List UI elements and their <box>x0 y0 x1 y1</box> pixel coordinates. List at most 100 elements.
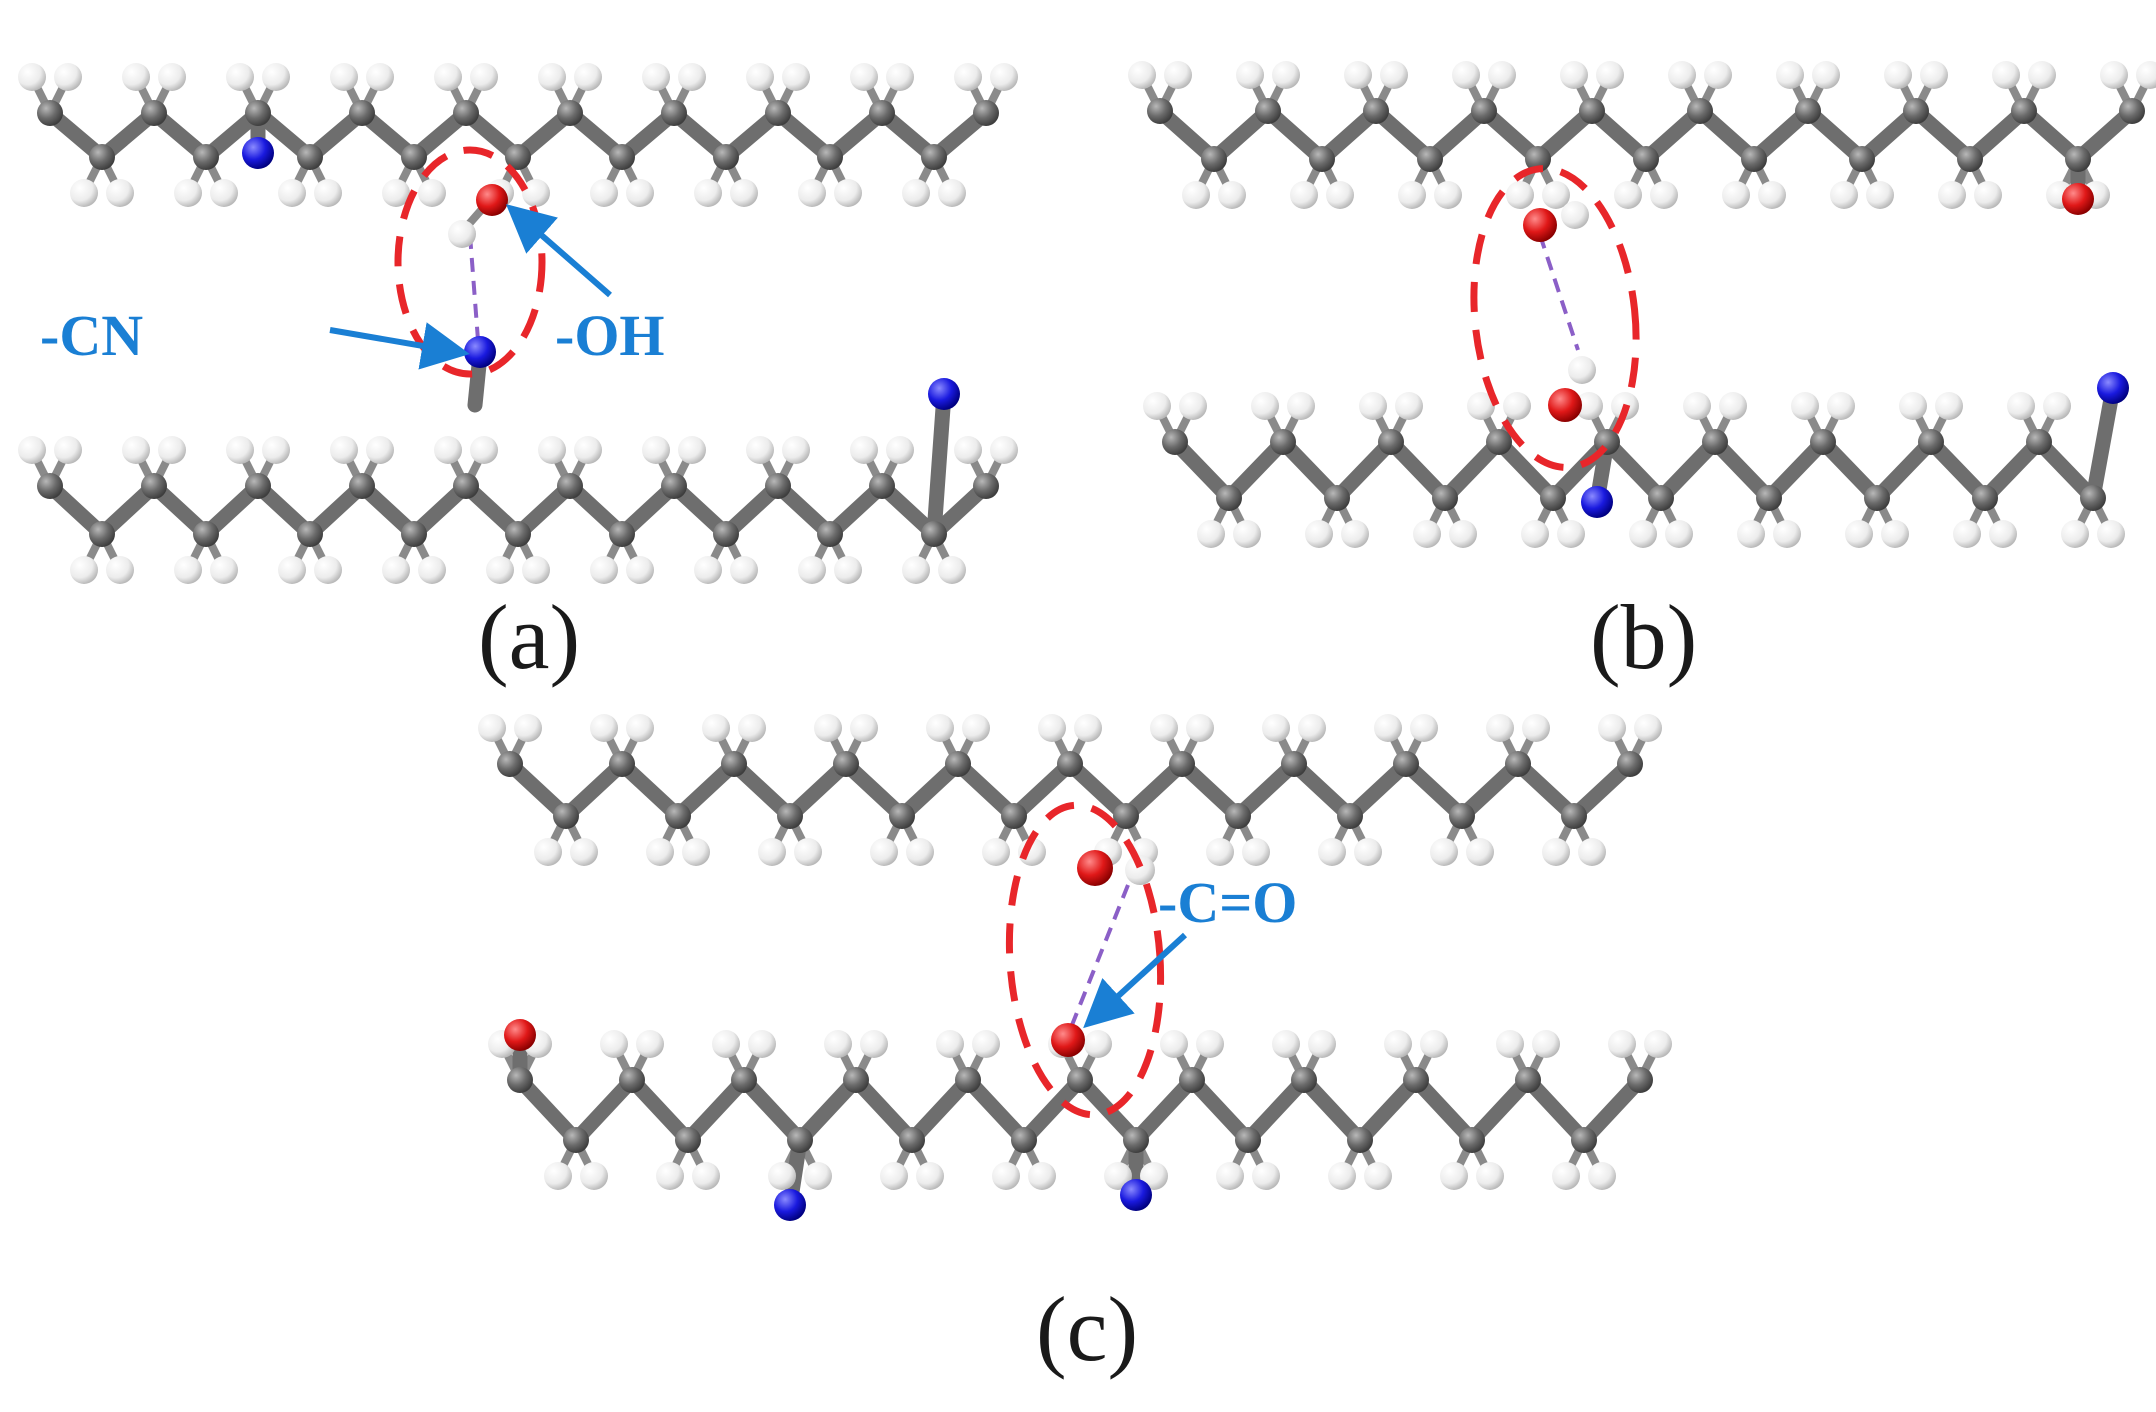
hydrogen-atom <box>886 436 914 464</box>
carbon-atom <box>1309 146 1335 172</box>
carbon-atom <box>1849 146 1875 172</box>
hydrogen-atom <box>906 838 934 866</box>
hydrogen-atom <box>226 63 254 91</box>
carbon-group <box>37 378 999 547</box>
hydrogen-atom <box>678 436 706 464</box>
carbon-atom <box>1903 98 1929 124</box>
hydrogen-atom <box>646 838 674 866</box>
oxygen-atom <box>1077 850 1113 886</box>
oh-arrow <box>505 204 612 298</box>
hydrogen-atom <box>226 436 254 464</box>
hydrogen-atom <box>1242 838 1270 866</box>
hydrogen-atom <box>962 714 990 742</box>
oxygen-atom <box>1051 1023 1085 1057</box>
hydrogen-atom <box>106 179 134 207</box>
carbon-group <box>504 1019 1653 1221</box>
hydrogen-atom <box>122 436 150 464</box>
carbon-atom <box>765 100 791 126</box>
hydrogen-atom <box>1608 1030 1636 1058</box>
carbon-atom <box>245 100 271 126</box>
hydrogen-atom <box>916 1162 944 1190</box>
carbon-atom <box>497 751 523 777</box>
hydrogen-atom <box>702 714 730 742</box>
carbon-atom <box>1147 98 1173 124</box>
carbon-atom <box>1525 146 1551 172</box>
hydrogen-atom <box>1542 181 1570 209</box>
carbon-atom <box>665 803 691 829</box>
hydrogen-atom <box>746 436 774 464</box>
hydrogen-atom <box>1182 181 1210 209</box>
hydrogen-atom <box>1160 1030 1188 1058</box>
hydrogen-atom <box>574 63 602 91</box>
carbon-atom <box>1795 98 1821 124</box>
hydrogen-atom <box>1812 61 1840 89</box>
hydrogen-atom <box>834 556 862 584</box>
panel-b-hydrogen-bond <box>1470 165 1640 471</box>
hydrogen-atom <box>902 556 930 584</box>
carbon-atom <box>37 100 63 126</box>
hydrogen-atom <box>1598 714 1626 742</box>
nitrogen-atom <box>242 137 274 169</box>
hydrogen-atom <box>804 1162 832 1190</box>
carbon-atom <box>777 803 803 829</box>
hydrogen-atom <box>1557 520 1585 548</box>
hydrogen-atom <box>798 179 826 207</box>
carbon-atom <box>349 473 375 499</box>
carbon-atom <box>817 521 843 547</box>
hydrogen-atom <box>1644 1030 1672 1058</box>
hydrogen-atom <box>1992 61 2020 89</box>
carbon-atom <box>1113 803 1139 829</box>
carbon-atom <box>1810 429 1836 455</box>
hydrogen-atom <box>642 436 670 464</box>
hydrogen-atom <box>2043 392 2071 420</box>
panel-a-label: (a) <box>478 586 580 688</box>
oxygen-atom <box>476 184 508 216</box>
hydrogen-atom <box>1552 1162 1580 1190</box>
hydrogen-atom <box>1359 392 1387 420</box>
hydrogen-atom <box>1496 1030 1524 1058</box>
carbon-atom <box>675 1127 701 1153</box>
panel-b: (b) <box>1128 61 2156 688</box>
hydrogen-atom <box>926 714 954 742</box>
hydrogen-atom <box>1420 1030 1448 1058</box>
hydrogen-atom <box>1318 838 1346 866</box>
hydrogen-atom <box>1737 520 1765 548</box>
hydrogen-atom <box>1506 181 1534 209</box>
hydrogen-atom <box>1380 61 1408 89</box>
hydrogen-atom <box>434 436 462 464</box>
carbon-atom <box>245 473 271 499</box>
carbon-atom <box>661 473 687 499</box>
carbon-atom <box>973 473 999 499</box>
hydrogen-atom <box>1364 1162 1392 1190</box>
hydrogen-atom <box>210 556 238 584</box>
carbon-atom <box>1702 429 1728 455</box>
carbon-atom <box>2011 98 2037 124</box>
hydrogen-atom <box>730 179 758 207</box>
panel-c: -C=O (c) <box>478 714 1672 1380</box>
hydrogen-atom <box>1290 181 1318 209</box>
hydrogen-atom <box>1522 714 1550 742</box>
carbon-atom <box>401 144 427 170</box>
hydrogen-atom <box>2136 61 2156 89</box>
carbon-atom <box>609 751 635 777</box>
carbon-group <box>497 751 1643 829</box>
hydrogen-atom <box>1920 61 1948 89</box>
hydrogen-atom <box>738 714 766 742</box>
hydrogen-atom <box>2097 520 2125 548</box>
panel-a: -CN -OH (a) <box>18 63 1018 688</box>
hydrogen-atom <box>1776 61 1804 89</box>
carbon-atom <box>1123 1127 1149 1153</box>
hydrogen-atom <box>870 838 898 866</box>
carbon-atom <box>731 1067 757 1093</box>
carbon-atom <box>1001 803 1027 829</box>
carbon-atom <box>1291 1067 1317 1093</box>
carbon-atom <box>713 144 739 170</box>
hydrogen-atom <box>1938 181 1966 209</box>
hydrogen-atom <box>70 179 98 207</box>
hydrogen-atom <box>1634 714 1662 742</box>
hydrogen-atom <box>580 1162 608 1190</box>
hydrogen-atom <box>768 1162 796 1190</box>
hydrogen-atom <box>158 436 186 464</box>
highlight-ellipse <box>1470 165 1640 471</box>
